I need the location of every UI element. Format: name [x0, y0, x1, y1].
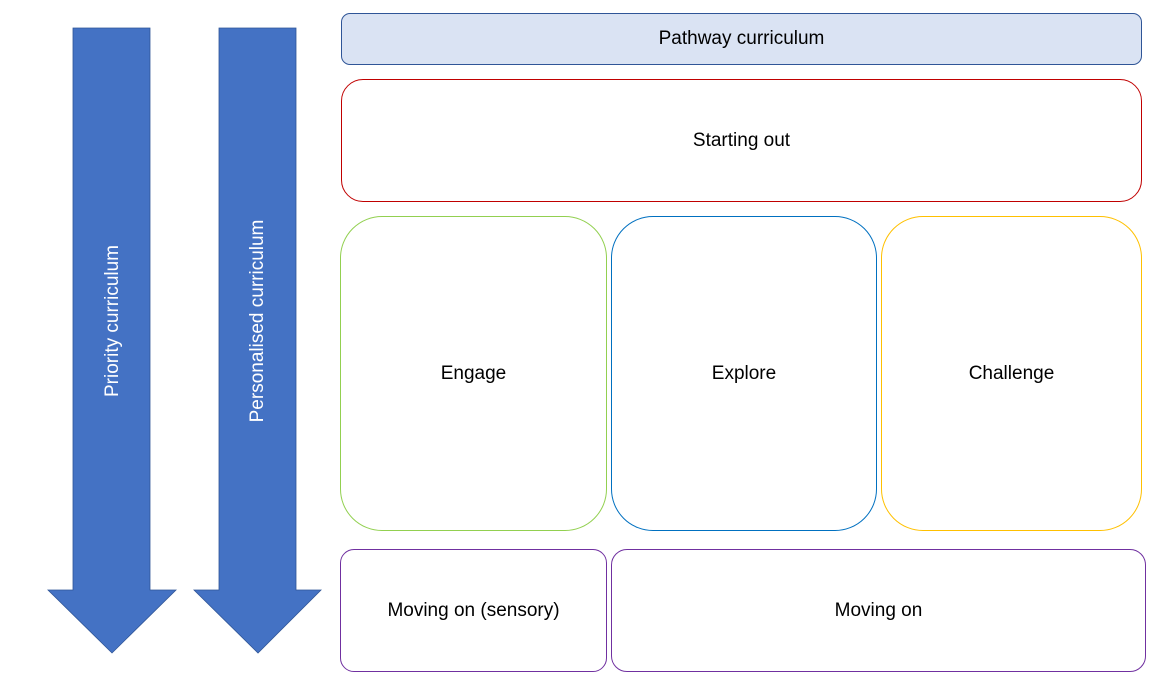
- starting-out-box: Starting out: [341, 79, 1142, 202]
- moving-on-label: Moving on: [834, 599, 923, 621]
- explore-label: Explore: [711, 362, 777, 384]
- moving-on-sensory-label: Moving on (sensory): [387, 599, 560, 621]
- personalised-curriculum-arrow: [193, 27, 322, 654]
- starting-out-label: Starting out: [692, 129, 791, 151]
- pathway-curriculum-label: Pathway curriculum: [658, 28, 825, 49]
- moving-on-box: Moving on: [611, 549, 1146, 672]
- challenge-label: Challenge: [968, 362, 1055, 384]
- explore-box: Explore: [611, 216, 877, 531]
- engage-label: Engage: [440, 362, 507, 384]
- arrows-layer: [47, 27, 322, 654]
- personalised-curriculum-label: Personalised curriculum: [247, 219, 268, 423]
- challenge-box: Challenge: [881, 216, 1142, 531]
- pathway-curriculum-header: Pathway curriculum: [341, 13, 1142, 65]
- moving-on-sensory-box: Moving on (sensory): [340, 549, 607, 672]
- engage-box: Engage: [340, 216, 607, 531]
- priority-curriculum-label: Priority curriculum: [102, 244, 123, 398]
- priority-curriculum-arrow: [47, 27, 177, 654]
